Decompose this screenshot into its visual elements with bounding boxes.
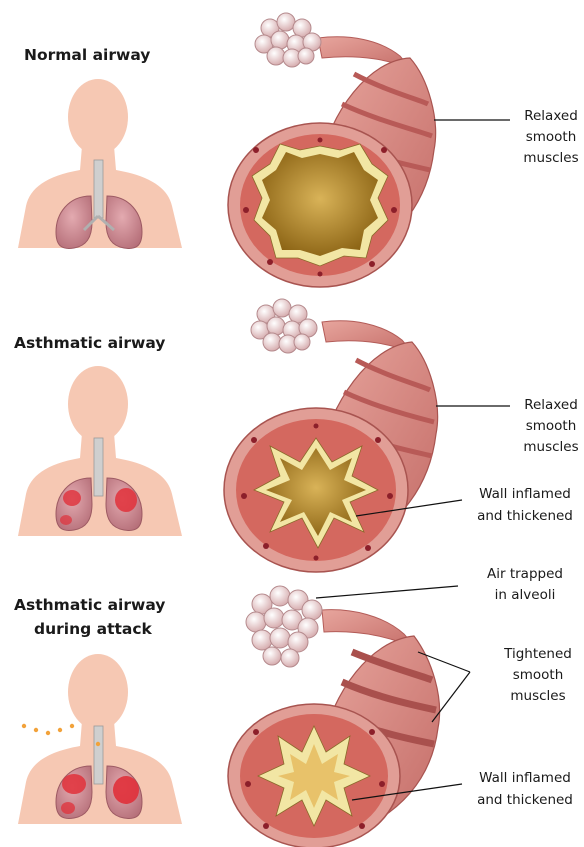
inflammation-spot <box>113 776 139 804</box>
inflammation-spot <box>61 802 75 814</box>
panel-title: Asthmatic airway <box>14 596 165 614</box>
callout-line: muscles <box>510 688 565 704</box>
callout-line: in alveoli <box>495 587 556 603</box>
panel-title: during attack <box>34 620 153 638</box>
inflammation-spot <box>115 488 137 512</box>
panel-asthmatic: Asthmatic airway <box>14 299 579 572</box>
callout-line: Wall inflamed <box>479 486 571 502</box>
callout-line: smooth <box>526 418 577 434</box>
callout-line: Relaxed <box>524 397 578 413</box>
callout-air-trapped: Air trapped in alveoli <box>316 566 563 603</box>
head <box>68 79 128 155</box>
airway-lumen <box>262 152 378 256</box>
human-figure <box>18 79 182 248</box>
panel-title: Normal airway <box>24 46 150 64</box>
head <box>68 366 128 442</box>
panel-attack: Asthmatic airway during attack <box>14 566 573 847</box>
alveoli-cluster <box>246 586 322 667</box>
inflammation-spot <box>63 490 81 506</box>
callout-line: Air trapped <box>487 566 563 582</box>
inflammation-spot <box>60 515 72 525</box>
callout-line: Relaxed <box>524 108 578 124</box>
panel-normal: Normal airway <box>18 13 579 287</box>
callout-line: and thickened <box>477 792 573 808</box>
inflammation-spot <box>62 774 86 794</box>
callout-relaxed-muscles: Relaxed smooth muscles <box>436 397 579 455</box>
panel-title: Asthmatic airway <box>14 334 165 352</box>
callout-line: smooth <box>526 129 577 145</box>
human-figure <box>18 654 182 824</box>
callout-line: Wall inflamed <box>479 770 571 786</box>
callout-tightened-muscles: Tightened smooth muscles <box>418 646 572 722</box>
airway-tube <box>228 37 436 287</box>
alveoli-cluster <box>251 299 317 353</box>
head <box>68 654 128 730</box>
trachea <box>94 726 103 784</box>
trachea <box>94 160 103 218</box>
callout-line: muscles <box>523 150 578 166</box>
callout-relaxed-muscles: Relaxed smooth muscles <box>434 108 579 166</box>
alveoli-cluster <box>255 13 321 67</box>
callout-line: Tightened <box>503 646 572 662</box>
callout-line: and thickened <box>477 508 573 524</box>
trachea <box>94 438 103 496</box>
human-figure <box>18 366 182 536</box>
airway-tube <box>224 321 438 572</box>
callout-line: muscles <box>523 439 578 455</box>
callout-line: smooth <box>513 667 564 683</box>
